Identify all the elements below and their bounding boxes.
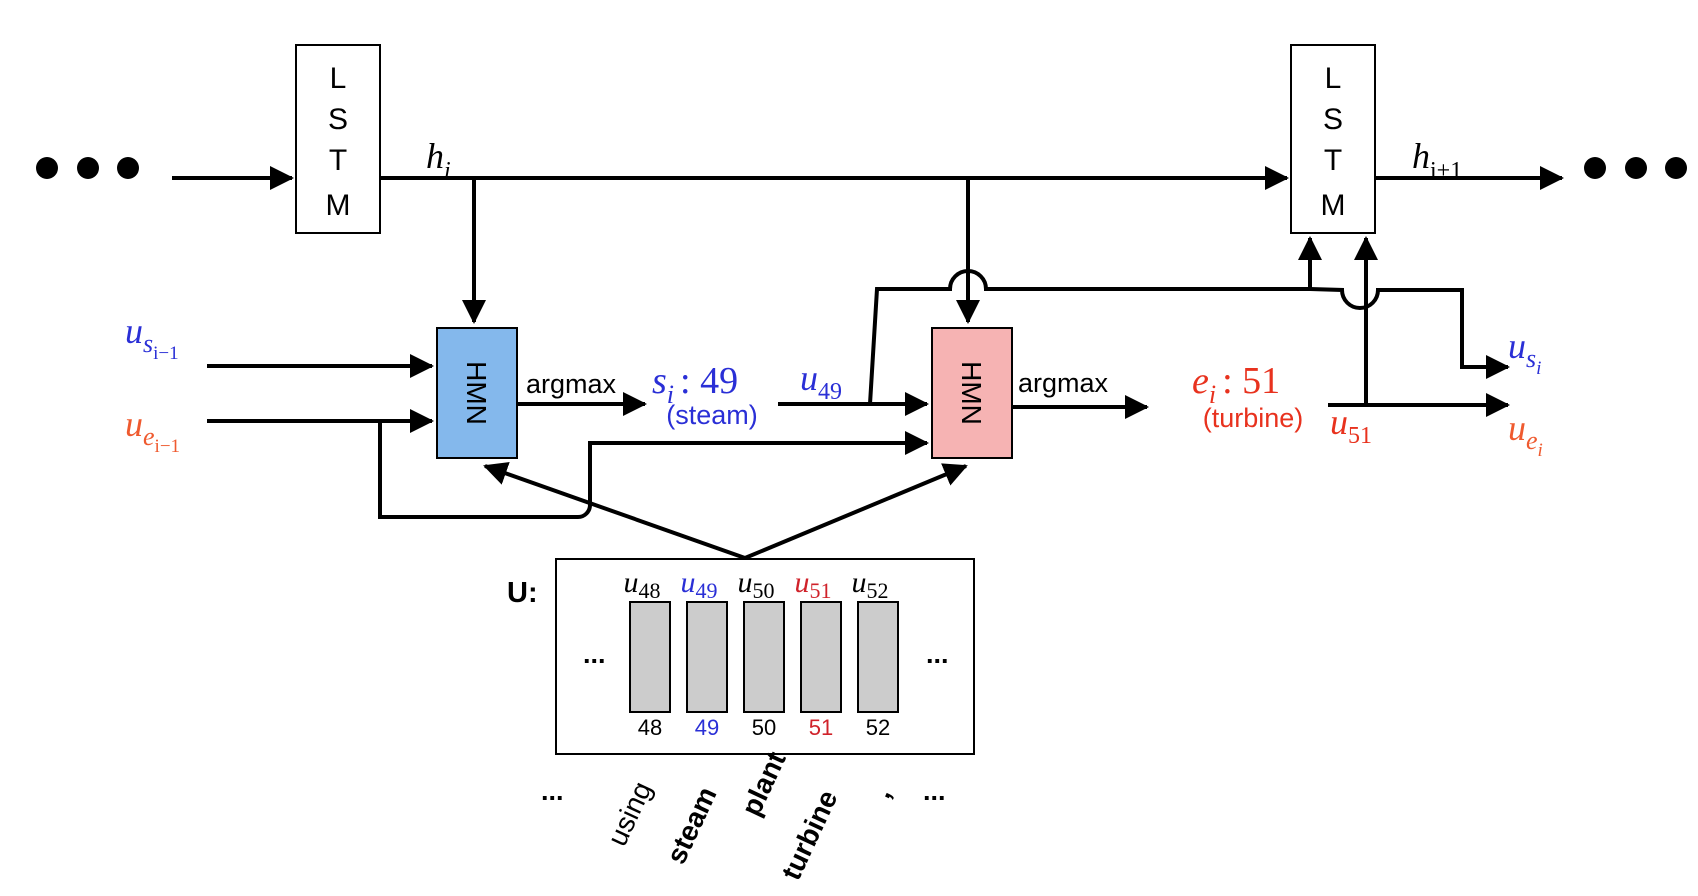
end-word-label: (turbine) xyxy=(1203,403,1304,433)
memory-column: u49 49 xyxy=(681,566,728,740)
u-e-output-label: uei xyxy=(1508,408,1543,461)
token-steam: steam xyxy=(660,782,722,868)
hmn-end-block: HMN xyxy=(931,327,1013,459)
memory-label: U: xyxy=(507,577,538,609)
memory-right-ellipsis: ... xyxy=(926,639,949,669)
memory-column-header: u50 xyxy=(738,566,775,603)
memory-column-header: u48 xyxy=(624,566,661,603)
h-i-plus-1-label: hi+1 xyxy=(1412,136,1462,184)
u-s-prev-label: usi−1 xyxy=(125,311,179,364)
h-i-label: hi xyxy=(426,136,451,184)
memory-left-ellipsis: ... xyxy=(583,639,606,669)
right-ellipsis-dots xyxy=(1584,157,1687,179)
memory-column-index: 50 xyxy=(752,715,776,740)
memory-to-end-hmn-arrow xyxy=(744,463,968,560)
memory-column-index: 52 xyxy=(866,715,890,740)
memory-column: u48 48 xyxy=(624,566,671,740)
memory-column-index: 48 xyxy=(638,715,662,740)
memory-column: u50 50 xyxy=(738,566,785,740)
token-plant: plant xyxy=(735,747,791,821)
memory-column-header: u49 xyxy=(681,566,718,603)
end-index-label: ei: 51 xyxy=(1192,360,1280,409)
u49-feedback-to-lstm-arrow xyxy=(868,236,1322,405)
memory-column: u51 51 xyxy=(795,566,842,740)
u49-label: u49 xyxy=(800,358,842,405)
token-turbine: turbine xyxy=(775,785,843,884)
lstm-left-letter-t: T xyxy=(329,144,347,177)
u-s-output-label: usi xyxy=(1508,326,1541,379)
lstm-left-letter-l: L xyxy=(330,62,347,95)
token-comma: , xyxy=(865,782,896,802)
u-e-prev-label: uei−1 xyxy=(125,404,180,457)
lstm-left-letter-m: M xyxy=(326,189,351,222)
argmax-end-label: argmax xyxy=(1018,368,1109,398)
tokens-left-ellipsis: ... xyxy=(541,776,564,806)
memory-cell xyxy=(743,601,785,713)
lstm-right-letter-s: S xyxy=(1323,103,1343,136)
hmn-start-label: HMN xyxy=(461,361,492,425)
memory-cell xyxy=(857,601,899,713)
memory-column-index: 51 xyxy=(809,715,833,740)
memory-cell xyxy=(629,601,671,713)
hmn-end-label: HMN xyxy=(956,361,987,425)
lstm-cell-left: L S T M xyxy=(295,44,381,234)
argmax-start-label: argmax xyxy=(526,369,617,399)
u51-label: u51 xyxy=(1330,402,1372,449)
lstm-cell-right: L S T M xyxy=(1290,44,1376,234)
tokens-right-ellipsis: ... xyxy=(923,776,946,806)
start-word-label: (steam) xyxy=(666,400,758,430)
token-using: using xyxy=(601,777,657,851)
memory-column-header: u51 xyxy=(795,566,832,603)
memory-cell xyxy=(800,601,842,713)
lstm-right-letter-l: L xyxy=(1325,62,1342,95)
memory-column: u52 52 xyxy=(852,566,899,740)
memory-cell xyxy=(686,601,728,713)
memory-column-index: 49 xyxy=(695,715,719,740)
start-index-label: si: 49 xyxy=(652,360,738,409)
lstm-left-letter-s: S xyxy=(328,103,348,136)
u-s-output-arrow xyxy=(1309,287,1510,379)
memory-to-start-hmn-arrow xyxy=(483,462,746,560)
lstm-right-letter-t: T xyxy=(1324,144,1342,177)
hmn-start-block: HMN xyxy=(436,327,518,459)
lstm-right-letter-m: M xyxy=(1321,189,1346,222)
memory-column-header: u52 xyxy=(852,566,889,603)
left-ellipsis-dots xyxy=(36,157,139,179)
memory-matrix: U: ... ... u48 48 u49 49 u50 50 u51 51 u52 52 xyxy=(507,558,975,755)
